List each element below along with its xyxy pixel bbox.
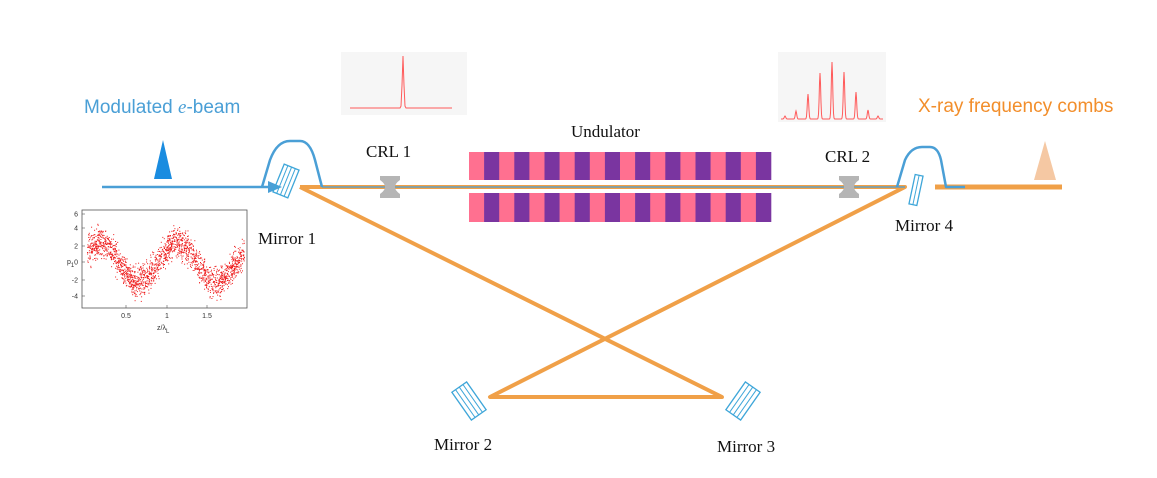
undulator-pole: [589, 152, 606, 180]
undulator-pole: [650, 152, 666, 180]
y-tick-label: 4: [74, 226, 78, 233]
undulator-pole: [695, 193, 711, 222]
mirror4-label: Mirror 4: [895, 216, 954, 235]
undulator-pole: [695, 152, 711, 180]
output-pulse-icon: [1034, 141, 1056, 180]
undulator-label: Undulator: [571, 122, 640, 141]
crl1-lens-icon: [380, 176, 400, 198]
undulator-pole: [665, 193, 681, 222]
output-label: X-ray frequency combs: [918, 96, 1114, 117]
crl2-label: CRL 2: [825, 147, 871, 166]
mirror3-label: Mirror 3: [717, 437, 776, 456]
spectrum-comb: [778, 52, 886, 122]
electron-beam-path: [102, 139, 965, 189]
y-tick-label: 2: [74, 244, 78, 251]
undulator-pole: [544, 193, 560, 222]
undulator-pole: [650, 193, 666, 222]
crl1-label: CRL 1: [366, 142, 412, 161]
x-tick-label: 1.5: [202, 313, 212, 320]
undulator-pole: [499, 193, 515, 222]
phase-space-plot: 0.5 1 1.5 6 4 2 0 -2 -4 p1 z/λL: [67, 209, 248, 335]
undulator-pole: [665, 152, 681, 180]
undulator-pole: [589, 193, 606, 222]
triangle-pulse-icon: [154, 140, 172, 179]
undulator-pole: [574, 152, 591, 180]
undulator-pole: [725, 193, 742, 222]
mirror3-icon: [724, 381, 762, 421]
undulator-pole: [559, 152, 575, 180]
scatter-points: [87, 223, 245, 302]
mirror2-label: Mirror 2: [434, 435, 493, 454]
undulator-pole: [499, 152, 515, 180]
undulator-pole: [484, 193, 500, 222]
undulator-pole: [680, 152, 696, 180]
undulator-pole: [755, 193, 772, 222]
mirror2-icon: [450, 381, 488, 421]
x-tick-label: 1: [165, 313, 169, 320]
undulator-pole: [469, 152, 485, 180]
mirror1-label: Mirror 1: [258, 229, 317, 248]
y-tick-label: 0: [74, 260, 78, 267]
undulator-pole: [529, 152, 545, 180]
y-tick-label: -4: [72, 294, 78, 301]
undulator-pole: [574, 193, 591, 222]
undulator-pole: [725, 152, 742, 180]
y-tick-label: -2: [72, 278, 78, 285]
undulator-pole: [529, 193, 545, 222]
plot-xlabel: z/λL: [157, 325, 170, 335]
undulator-pole: [514, 193, 530, 222]
undulator-pole: [544, 152, 560, 180]
plot-ylabel: p1: [67, 259, 75, 269]
undulator-pole: [604, 152, 621, 180]
undulator-pole: [604, 193, 621, 222]
undulator-pole: [484, 152, 500, 180]
undulator-pole: [710, 152, 726, 180]
undulator-pole: [755, 152, 772, 180]
y-tick-label: 6: [74, 212, 78, 219]
undulator-pole: [514, 152, 530, 180]
undulator-magnets: [469, 152, 772, 222]
undulator-pole: [680, 193, 696, 222]
undulator-pole: [710, 193, 726, 222]
mirror4-icon: [908, 173, 924, 207]
undulator-pole: [620, 193, 636, 222]
undulator-pole: [740, 152, 757, 180]
undulator-pole: [620, 152, 636, 180]
undulator-pole: [635, 152, 651, 180]
spectrum-single-line: [341, 52, 467, 115]
undulator-pole: [559, 193, 575, 222]
mirror1-icon: [272, 163, 300, 199]
undulator-pole: [635, 193, 651, 222]
undulator-pole: [740, 193, 757, 222]
undulator-pole: [469, 193, 485, 222]
ebeam-label: Modulated e-beam: [84, 97, 241, 118]
x-tick-label: 0.5: [121, 313, 131, 320]
crl2-lens-icon: [839, 176, 859, 198]
